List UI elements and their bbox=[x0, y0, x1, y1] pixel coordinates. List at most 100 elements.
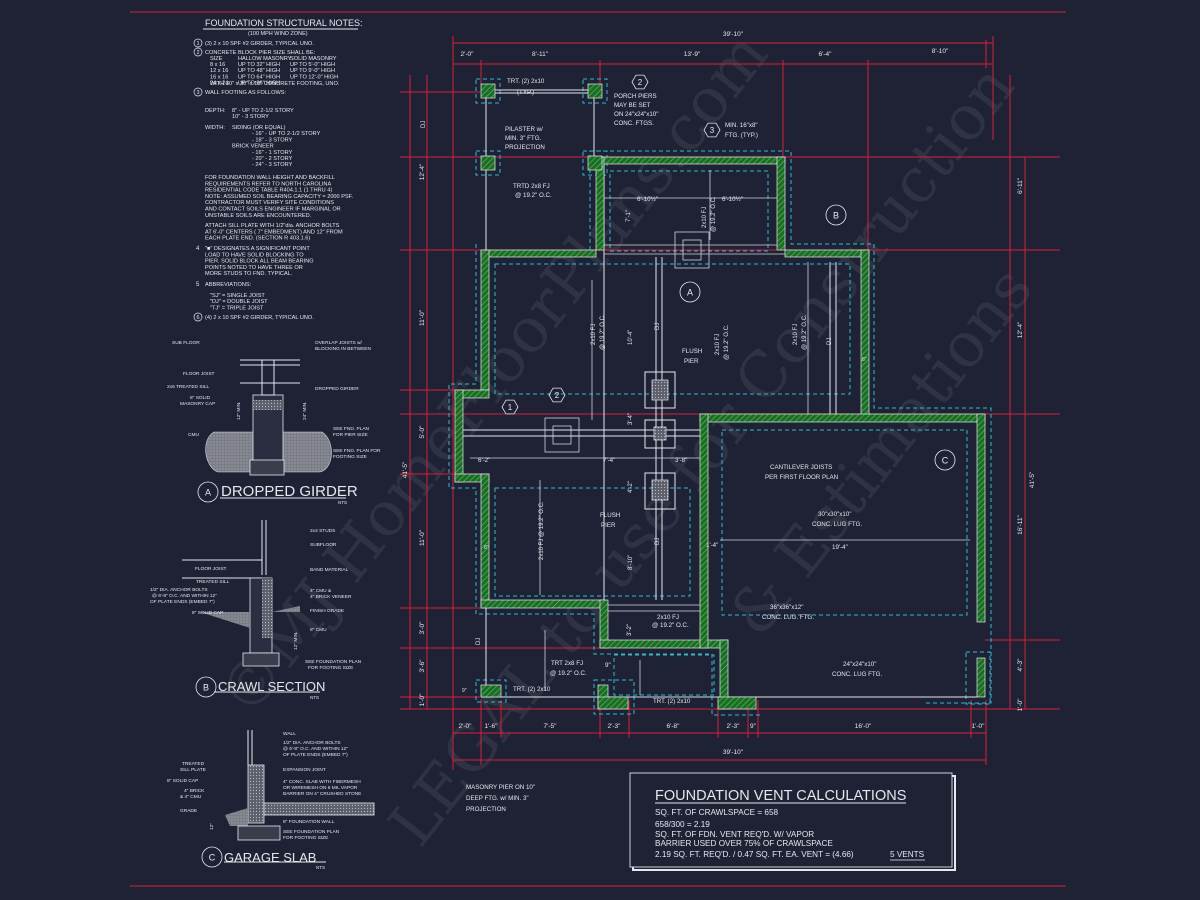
pier-table-cell: UP TO 9'-0" HIGH bbox=[290, 68, 335, 74]
dim-left: 11'-0" bbox=[419, 309, 426, 326]
note-number-circle-icon bbox=[193, 312, 203, 322]
plan-annotation: TRT. (2) 2x10 bbox=[653, 698, 691, 705]
pier-table-header: SIZE bbox=[210, 56, 223, 62]
detail-c-label: GRADE bbox=[180, 808, 197, 814]
detail-b-dim: 12" MIN. bbox=[293, 632, 299, 651]
detail-b-title: CRAWL SECTION bbox=[218, 679, 325, 694]
plan-annotation: ON 24"x24"x10" bbox=[614, 111, 658, 118]
pier-table-cell: UP TO 48" HIGH bbox=[238, 68, 280, 74]
detail-a-label: FLOOR JOIST bbox=[183, 371, 215, 377]
plan-annotation: @ 19.2" O.C. bbox=[600, 314, 606, 350]
section-tag-letter: B bbox=[203, 683, 209, 693]
abbreviation: "DJ" = DOUBLE JOIST bbox=[210, 299, 268, 305]
depth-value: 8" - UP TO 2-1/2 STORY bbox=[232, 108, 294, 114]
plan-annotation: 6'-2" bbox=[478, 457, 490, 464]
notes-paragraph-line: AT 6'-0" CENTERS ( 7" EMBEDMENT) AND 12"… bbox=[205, 229, 343, 235]
plan-annotation: FLUSH bbox=[682, 348, 702, 355]
section-tag-circle-icon bbox=[197, 481, 219, 503]
pier-table-cell: UP TO 32" HIGH bbox=[238, 62, 280, 68]
hex-tag-icon bbox=[703, 122, 721, 138]
detail-b-label: FOR FOOTING SIZE bbox=[308, 665, 353, 671]
notes-paragraph-line: CONTRACTOR MUST VERIFY SITE CONDITIONS bbox=[205, 200, 334, 206]
plan-annotation: 8'-10" bbox=[628, 555, 634, 570]
plan-annotation: 9" bbox=[462, 688, 467, 694]
plan-annotation: 8" bbox=[484, 545, 489, 551]
detail-c-label: EXPANSION JOINT bbox=[283, 767, 326, 773]
dim-top: 6'-4" bbox=[819, 51, 833, 58]
note-4-line: "■" DESIGNATES A SIGNIFICANT POINT bbox=[205, 246, 310, 252]
detail-a-label: DROPPED GIRDER bbox=[315, 386, 359, 392]
plan-annotation: PIER bbox=[684, 358, 699, 365]
dim-left: 3'-6" bbox=[419, 659, 426, 673]
plan-annotation: @ 19.2" O.C. bbox=[515, 192, 552, 199]
detail-c-label: 8" FOUNDATION WALL bbox=[283, 819, 335, 825]
detail-a-label: FOR PIER SIZE bbox=[333, 432, 368, 438]
section-tag-circle-icon bbox=[934, 449, 956, 471]
pier-table-cell: 8 x 16 bbox=[210, 62, 225, 68]
plan-annotation: PROJECTION bbox=[466, 806, 506, 813]
detail-a-label: OVERLAP JOISTS w/ bbox=[315, 340, 362, 346]
detail-c-label: 4" CONC. SLAB WITH FIBERMESH bbox=[283, 779, 361, 785]
width-value: BRICK VENEER bbox=[232, 144, 274, 150]
detail-b-label: 2x4 STUDS bbox=[310, 528, 335, 534]
plan-annotation: 2x10 FJ bbox=[793, 324, 799, 345]
note-number: 2 bbox=[196, 50, 199, 56]
width-value: SIDING (OR EQUAL) bbox=[232, 125, 286, 131]
detail-c-scale: NTS bbox=[316, 865, 325, 870]
plan-annotation: CONC. FTGS. bbox=[614, 120, 654, 127]
pier-table-cell: 16 x 16 bbox=[210, 74, 228, 80]
watermark-line-1: ©MJ HomeFloorPlans.com bbox=[204, 19, 782, 730]
dim-bottom: 16'-0" bbox=[855, 723, 872, 730]
plan-annotation: 10'-4" bbox=[628, 330, 634, 345]
detail-b-label: 4" CMU & bbox=[310, 588, 332, 594]
hex-tag-number: 2 bbox=[555, 391, 560, 400]
plan-annotation: DJ bbox=[421, 121, 427, 128]
detail-b-label: 8" CMU bbox=[310, 627, 327, 633]
pier bbox=[653, 426, 667, 441]
vent-calc-result: 5 VENTS bbox=[890, 850, 925, 859]
note-3: WALL FOOTING AS FOLLOWS: bbox=[205, 90, 286, 96]
dim-left: 3'-0" bbox=[419, 621, 426, 635]
section-tag-letter: B bbox=[833, 211, 839, 221]
dim-right: 1'-0" bbox=[1017, 698, 1024, 712]
dim-bottom: 6'-8" bbox=[667, 723, 681, 730]
plan-annotation: 19'-4" bbox=[832, 544, 848, 551]
plan-annotation: 24"x24"x10" bbox=[843, 661, 876, 668]
plan-annotation: @ 19.2" O.C. bbox=[802, 314, 808, 350]
note-number: 1 bbox=[196, 41, 199, 47]
notes-paragraph-line: RESIDENTIAL CODE TABLE R404.1.1 (1 THRU … bbox=[205, 188, 332, 194]
dim-bottom: 1'-6" bbox=[485, 723, 499, 730]
detail-b-label: 4" BRICK VENEER bbox=[310, 594, 352, 600]
section-tag-letter: C bbox=[209, 853, 216, 863]
note-number-circle-icon bbox=[193, 38, 203, 48]
vent-calculations-box bbox=[629, 772, 956, 871]
pier-table-cell: 12 x 16 bbox=[210, 68, 228, 74]
plan-annotation: PROJECTION bbox=[505, 144, 545, 151]
dim-right: 16'-11" bbox=[1017, 514, 1024, 534]
note-4-line: POINTS NOTED TO HAVE THREE OR bbox=[205, 265, 303, 271]
plan-annotation: PORCH PIERS bbox=[614, 93, 657, 100]
detail-b-label: SUBFLOOR bbox=[310, 542, 337, 548]
plan-annotation: CONC. LUG. FTG. bbox=[762, 614, 814, 621]
plan-annotation: DJ bbox=[827, 338, 833, 345]
detail-c-label: 8" SOLID CAP bbox=[167, 778, 198, 784]
detail-a-scale: NTS bbox=[338, 500, 347, 505]
dim-right: 12'-4" bbox=[1017, 321, 1024, 338]
note-number-circle-icon bbox=[193, 87, 203, 97]
plan-annotation: FTG. (TYP.) bbox=[725, 132, 758, 139]
width-value: - 18" - 3 STORY bbox=[252, 137, 293, 143]
hex-tag-icon bbox=[501, 399, 519, 415]
detail-c-label: FOR FOOTING SIZE bbox=[283, 835, 328, 841]
notes-paragraph-line: EACH PLATE END. (SECTION R 403.1.6) bbox=[205, 236, 310, 242]
dim-top: 8'-10" bbox=[932, 48, 949, 55]
vent-calc-title: FOUNDATION VENT CALCULATIONS bbox=[655, 788, 906, 804]
watermark-line-3: & Estimations bbox=[714, 253, 1046, 650]
plan-annotation: 7'-1" bbox=[626, 210, 632, 222]
plan-annotation: @ 19.2" O.C. bbox=[724, 324, 730, 360]
plan-annotation: PIER bbox=[601, 522, 616, 529]
notes-paragraph-line: FOR FOUNDATION WALL HEIGHT AND BACKFILL bbox=[205, 175, 335, 181]
detail-b-label: FINISH GRADE bbox=[310, 608, 344, 614]
dim-bottom: 2'-0" bbox=[459, 723, 473, 730]
plan-annotation: 36"x36"x12" bbox=[770, 604, 803, 611]
